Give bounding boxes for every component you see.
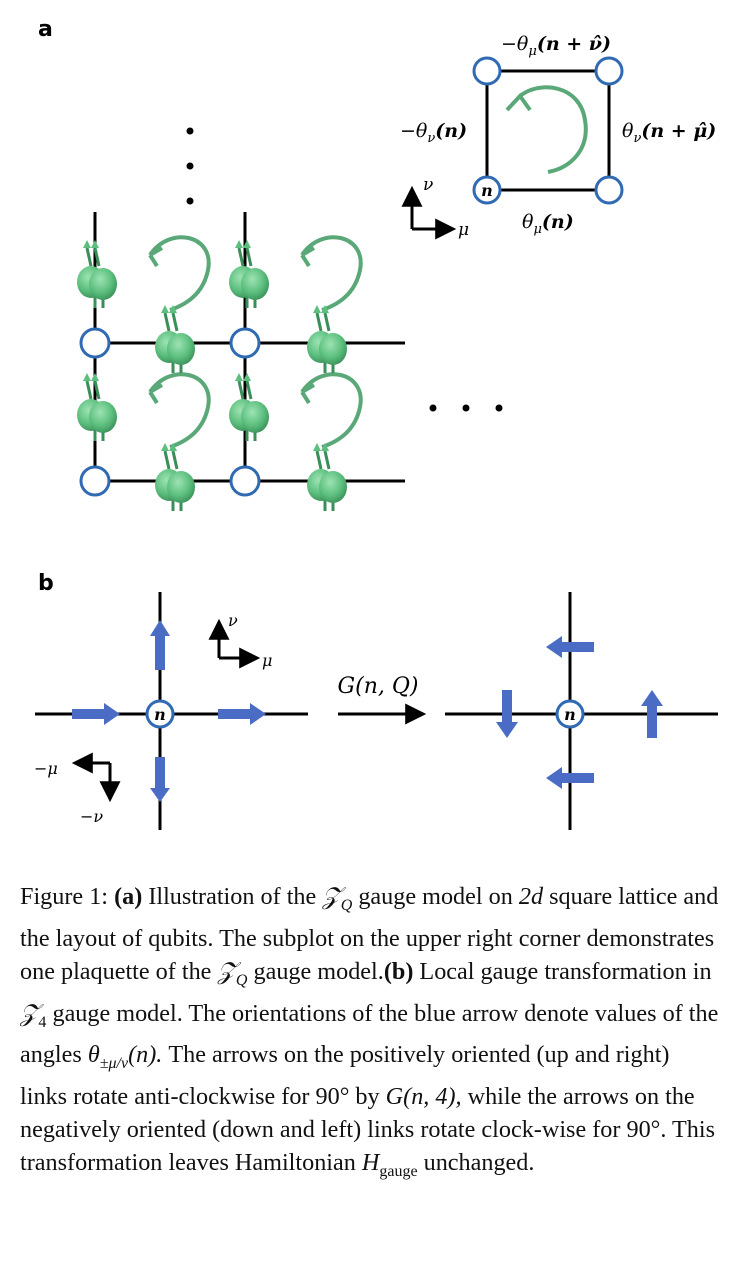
caption-text-6: gauge model. The orientations of the blu… bbox=[20, 999, 719, 1069]
caption-h-sub: gauge bbox=[379, 1163, 418, 1181]
plaquette-right-label: θν(n + μ̂) bbox=[622, 120, 716, 146]
caption-text-4: gauge model. bbox=[253, 957, 384, 985]
site-label-before: n bbox=[154, 705, 166, 724]
caption-text-7: The arrows on the positively oriented (u… bbox=[20, 1041, 670, 1111]
site-label-after: n bbox=[564, 705, 576, 724]
caption-zq: 𝒵 bbox=[322, 883, 341, 910]
caption-g: G bbox=[385, 1083, 404, 1111]
plaquette-site-label: n bbox=[481, 181, 493, 200]
caption-text-5: Local gauge transformation in bbox=[419, 957, 712, 985]
caption-text-3: square lattice and the layout of qubits.… bbox=[20, 883, 719, 985]
vertical-ellipsis bbox=[186, 127, 194, 205]
transform-arrow: G(n, Q) bbox=[338, 674, 427, 725]
gauge-cross-before: n bbox=[35, 592, 308, 830]
plaquette-rotation-arrows bbox=[148, 235, 363, 449]
caption-zq2-sub: Q bbox=[235, 971, 248, 989]
caption-zq-sub: Q bbox=[340, 896, 353, 914]
gauge-cross-after: n bbox=[445, 592, 718, 830]
lattice-sites-a bbox=[79, 327, 261, 497]
axis-mu-b: μ bbox=[262, 651, 272, 670]
caption-h: H bbox=[361, 1149, 380, 1177]
horizontal-ellipsis bbox=[429, 404, 503, 412]
caption-fig-label: Figure 1: bbox=[20, 883, 109, 910]
caption-z4-sub: 4 bbox=[38, 1013, 47, 1031]
caption-text-8: while the arrows on the negatively orien… bbox=[20, 1083, 716, 1177]
transform-label: G(n, Q) bbox=[338, 674, 419, 699]
axis-nu-b: ν bbox=[228, 611, 238, 630]
caption-part-a: (a) bbox=[114, 883, 143, 910]
caption-g-arg: (n, 4), bbox=[403, 1083, 462, 1111]
inset-axis-nu: ν bbox=[423, 175, 433, 195]
panel-a-label: a bbox=[38, 17, 53, 42]
panel-b-label: b bbox=[38, 571, 54, 596]
axis-neg-mu-b: −μ bbox=[34, 759, 58, 778]
caption-theta: θ bbox=[87, 1041, 100, 1069]
plaquette-top-label: −θμ(n + ν̂) bbox=[501, 33, 611, 59]
axes-b: μ ν −μ −ν bbox=[34, 611, 272, 826]
plaquette-inset: n −θμ(n + ν̂) −θν(n) θν(n + μ̂) θμ(n) μ … bbox=[400, 33, 716, 240]
caption-theta-sub: ±μ/ν bbox=[99, 1055, 129, 1073]
axis-neg-nu-b: −ν bbox=[80, 807, 103, 826]
figure-caption: Figure 1: (a) Illustration of the 𝒵Q gau… bbox=[20, 880, 720, 1188]
plaquette-bottom-label: θμ(n) bbox=[522, 211, 574, 237]
caption-part-b: (b) bbox=[383, 957, 414, 985]
caption-theta-arg: (n). bbox=[128, 1041, 163, 1069]
inset-axis-mu: μ bbox=[458, 220, 469, 240]
figure-1: a bbox=[34, 17, 718, 830]
caption-text-1: Illustration of the bbox=[148, 883, 317, 910]
caption-text-2: gauge model on bbox=[358, 883, 513, 910]
plaquette-left-label: −θν(n) bbox=[400, 120, 467, 146]
caption-z4: 𝒵 bbox=[20, 999, 39, 1027]
caption-text-9: unchanged. bbox=[423, 1149, 535, 1177]
qubits bbox=[75, 238, 349, 513]
caption-zq2: 𝒵 bbox=[217, 957, 236, 985]
caption-dim: 2d bbox=[518, 883, 544, 910]
